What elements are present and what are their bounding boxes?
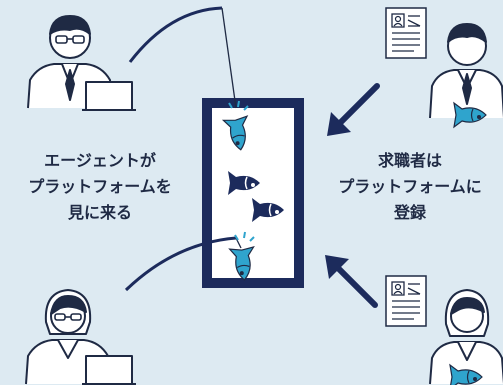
arrow-bottom-icon bbox=[325, 255, 375, 305]
job-seekers-caption: 求職者は プラットフォームに 登録 bbox=[317, 148, 503, 226]
job-seekers-caption-line: 登録 bbox=[393, 203, 426, 222]
female-agent-icon bbox=[25, 289, 136, 385]
job-seekers-caption-line: プラットフォームに bbox=[338, 177, 482, 196]
fishing-line-top bbox=[221, 7, 237, 109]
resume-top-icon bbox=[385, 7, 427, 59]
male-agent-icon bbox=[27, 15, 136, 111]
platform-tank bbox=[202, 98, 304, 288]
splash-icon bbox=[234, 231, 255, 242]
agents-caption-line: プラットフォームを bbox=[28, 177, 172, 196]
fishing-rod-bottom bbox=[124, 236, 237, 292]
agents-caption-line: 見に来る bbox=[67, 203, 132, 222]
arrow-top-icon bbox=[327, 86, 377, 136]
fishing-rod-top bbox=[128, 6, 223, 63]
job-seekers-caption-line: 求職者は bbox=[377, 151, 442, 170]
agents-caption-line: エージェントが bbox=[44, 151, 156, 170]
agents-caption: エージェントが プラットフォームを 見に来る bbox=[2, 148, 198, 226]
female-job-seeker-icon bbox=[429, 289, 503, 385]
splash-icon bbox=[228, 100, 249, 111]
male-job-seeker-icon bbox=[429, 23, 503, 119]
resume-bottom-icon bbox=[385, 275, 427, 327]
